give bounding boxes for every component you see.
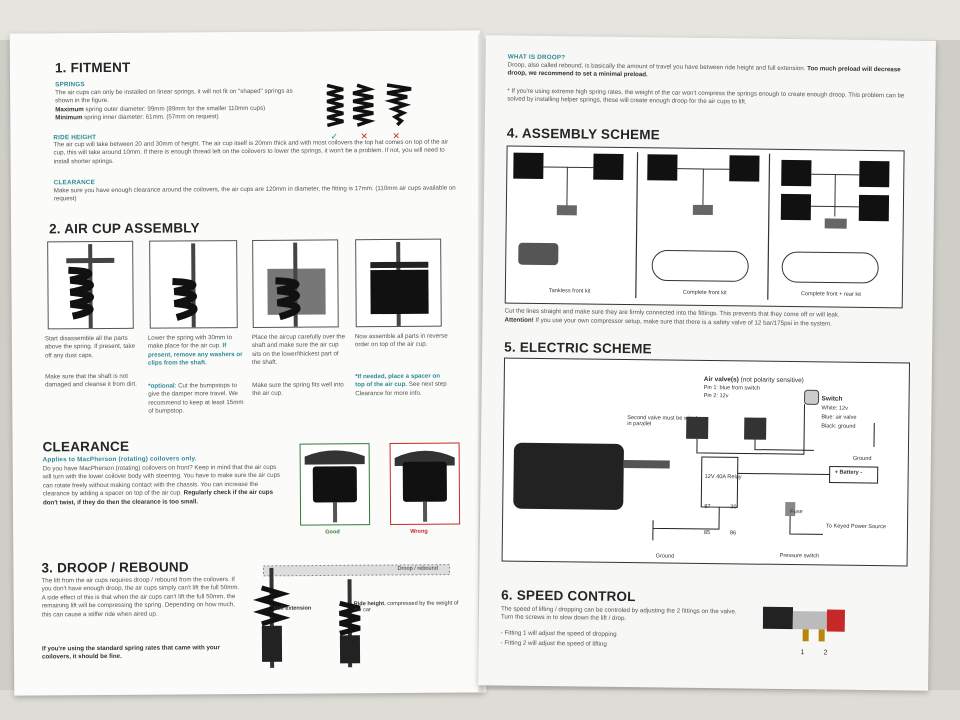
switch-line-1: White: 12v (821, 405, 848, 412)
barrel-spring (352, 83, 376, 127)
note-3-text: Make sure the spring fits well into the … (252, 381, 344, 398)
switch-line-3: Black: ground (821, 423, 856, 430)
helper-springs-text: * If you're using extreme high spring ra… (507, 87, 905, 106)
note-2-prefix: *optional (148, 382, 175, 390)
air-cup-assembly-title: 2. AIR CUP ASSEMBLY (49, 220, 200, 237)
springs-label: SPRINGS (55, 81, 85, 89)
droop-title: 3. DROOP / REBOUND (41, 559, 189, 576)
droop-bold: If you're using the standard spring rate… (42, 644, 242, 662)
good-clearance-figure (299, 443, 371, 526)
droop-bold-text: If you're using the standard spring rate… (41, 644, 220, 661)
relay-pin-87: 87 (704, 503, 711, 511)
right-page: WHAT IS DROOP? Droop, also called reboun… (478, 35, 936, 691)
droop-text: The lift from the air cups requires droo… (41, 576, 240, 619)
relay-pin-30: 30 (730, 504, 737, 511)
linear-spring (326, 83, 344, 128)
good-label: Good (325, 529, 340, 536)
min-label: Minimum (55, 114, 83, 122)
step-4-text: Now assemble all parts in reverse order … (354, 332, 448, 349)
note-1-text: Make sure that the shaft is not damaged … (45, 372, 138, 389)
relay-pin-85: 85 (703, 529, 711, 537)
conical-spring (384, 83, 412, 127)
max-text: spring outer diameter: 99mm (89mm for th… (83, 104, 266, 114)
speed-control-text: The speed of lifting / dropping can be c… (500, 605, 737, 623)
second-valve-note: Second valve must be wired in parallel (627, 415, 698, 428)
ride-height-text: The air cup will take between 20 and 30m… (53, 138, 449, 166)
clearance-subtitle: Applies to MacPherson (rotating) coilove… (42, 455, 197, 464)
relay-pin-86: 86 (729, 530, 737, 537)
note-2-text: *optional: Cut the bumpstops to give the… (148, 382, 244, 415)
table-surface-bottom (0, 690, 960, 720)
keyed-power-label: To Keyed Power Source (825, 523, 887, 531)
assembly-step-2-figure (149, 240, 238, 329)
note-4-text: *If needed, place a spacer on top of the… (355, 373, 449, 399)
step-1-text: Start disassemble all the parts above th… (44, 334, 136, 360)
kit-label-3: Complete front + rear kit (800, 291, 862, 298)
attention-label: Attention! (504, 316, 534, 324)
switch-line-2: Blue: air valve (821, 414, 857, 421)
full-extension-label: Full extension (273, 605, 312, 612)
assembly-scheme-title: 4. ASSEMBLY SCHEME (506, 125, 661, 143)
clearance-label: CLEARANCE (53, 179, 96, 187)
droop-coilover-figure (252, 564, 450, 668)
battery-label: + Battery - (834, 469, 863, 476)
kit-label-2: Complete front kit (682, 289, 727, 297)
pin2-text: Pin 2: 12v (703, 392, 729, 400)
kit-label-1: Tankless front kit (548, 288, 591, 295)
ground-label-2: Ground (655, 553, 675, 560)
what-is-droop-label: WHAT IS DROOP? (507, 53, 566, 62)
clearance-text: Make sure you have enough clearance arou… (53, 184, 456, 203)
electric-scheme-diagram (501, 357, 911, 567)
assembly-step-1-figure (47, 240, 134, 330)
speed-control-title: 6. SPEED CONTROL (501, 587, 636, 605)
left-page: 1. FITMENT SPRINGS The air cups can only… (9, 30, 485, 696)
what-is-droop-text: Droop, also called rebound, is basically… (507, 62, 912, 84)
note-4-plain: See next (407, 381, 434, 389)
ride-height-caption: Ride height, compressed by the weight of… (354, 600, 464, 614)
assembly-step-4-figure (355, 238, 442, 328)
pressure-switch-label: Pressure switch (779, 552, 820, 560)
min-text: spring inner diameter: 61mm. (57mm on re… (82, 113, 219, 122)
electric-scheme-title: 5. ELECTRIC SCHEME (504, 339, 652, 357)
min-line: Minimum spring inner diameter: 61mm. (57… (55, 113, 315, 123)
fitting-2-text: - Fitting 2 will adjust the speed of lif… (500, 639, 607, 648)
switch-label: Switch (821, 395, 843, 403)
assembly-step-3-figure (252, 239, 339, 328)
relay-label: 12V 40A Relay (704, 473, 742, 481)
air-valves-label: Air valve(s) (not polarity sensitive) (704, 376, 804, 384)
step-3-text: Place the aircup carefully over the shaf… (251, 333, 346, 367)
fitment-title: 1. FITMENT (54, 59, 131, 76)
assembly-scheme-diagram (504, 145, 905, 309)
wrong-label: Wrong (410, 528, 428, 535)
step-2-main: Lower the spring with 30mm to make place… (147, 334, 233, 351)
ground-label: Ground (852, 455, 872, 463)
fitting-number-2: 2 (823, 649, 828, 657)
droop-rebound-label: Droop / rebound (397, 565, 438, 572)
polarity-text: (not polarity sensitive) (738, 376, 804, 385)
fitting-number-1: 1 (800, 649, 805, 657)
clearance-body: Do you have MacPherson (rotating) coilov… (43, 464, 283, 508)
fuse-label: Fuse (790, 509, 803, 516)
clearance-title: CLEARANCE (42, 438, 130, 455)
max-label: Maximum (55, 106, 84, 114)
step-2-text: Lower the spring with 30mm to make place… (148, 334, 244, 368)
wrong-clearance-figure (389, 442, 461, 526)
valve-photo (762, 606, 845, 642)
pin1-text: Pin 1: blue from switch (703, 384, 761, 392)
springs-text: The air cups can only be installed on li… (55, 87, 293, 105)
spring-shapes-figure (326, 83, 412, 128)
air-valves-text: Air valve(s) (703, 375, 739, 384)
